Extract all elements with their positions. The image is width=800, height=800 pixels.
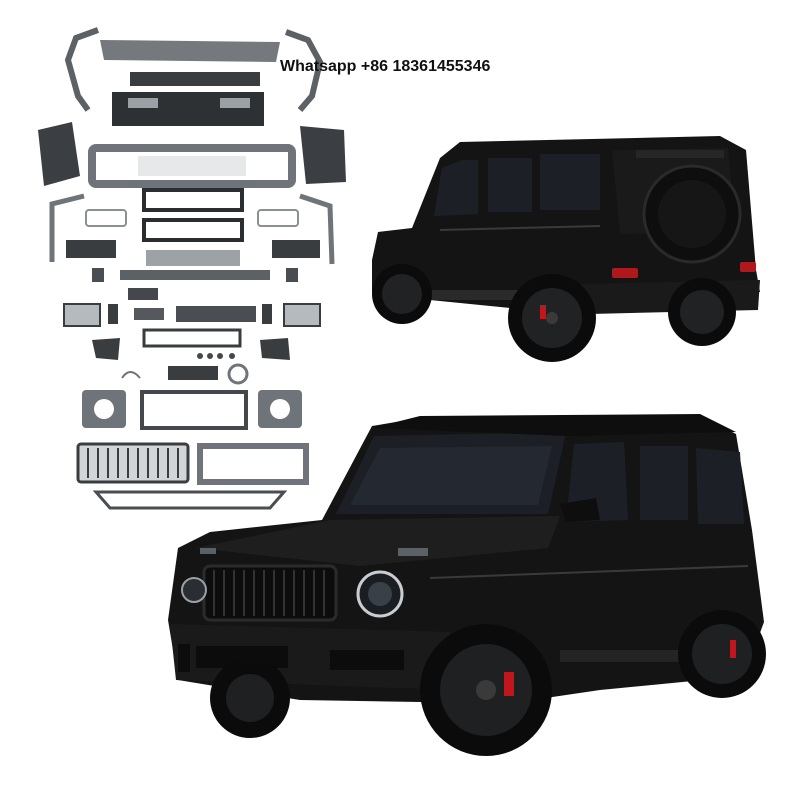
parts-panel xyxy=(38,27,346,510)
rear-diffuser xyxy=(130,72,260,86)
brake-caliper xyxy=(504,672,514,696)
vehicle-rear-view xyxy=(372,136,760,362)
fender-flare-right xyxy=(300,126,346,184)
grille-insert-lower xyxy=(142,218,244,242)
headlight-left xyxy=(181,577,207,603)
emblem-ring xyxy=(227,363,249,385)
rear-bumper xyxy=(100,40,280,62)
fender-flare-left xyxy=(38,122,80,186)
trim-strip-left xyxy=(64,27,100,112)
vent-right xyxy=(272,240,320,258)
mesh-panel-left xyxy=(63,303,101,327)
whatsapp-contact-text: Whatsapp +86 18361455346 xyxy=(280,58,491,75)
vehicle-front-view xyxy=(168,414,766,756)
panamericana-grille xyxy=(76,442,190,484)
vent-left xyxy=(66,240,116,258)
mesh-center xyxy=(146,250,240,266)
rear-bumper-lower xyxy=(112,92,264,126)
trim-strip-right xyxy=(284,29,324,112)
grille-insert-upper xyxy=(142,188,244,212)
tail-light-right xyxy=(740,262,756,272)
mesh-panel-right xyxy=(283,303,321,327)
front-bumper-frame xyxy=(88,144,296,188)
grille-frame xyxy=(197,443,309,485)
tail-light-left xyxy=(612,268,638,278)
